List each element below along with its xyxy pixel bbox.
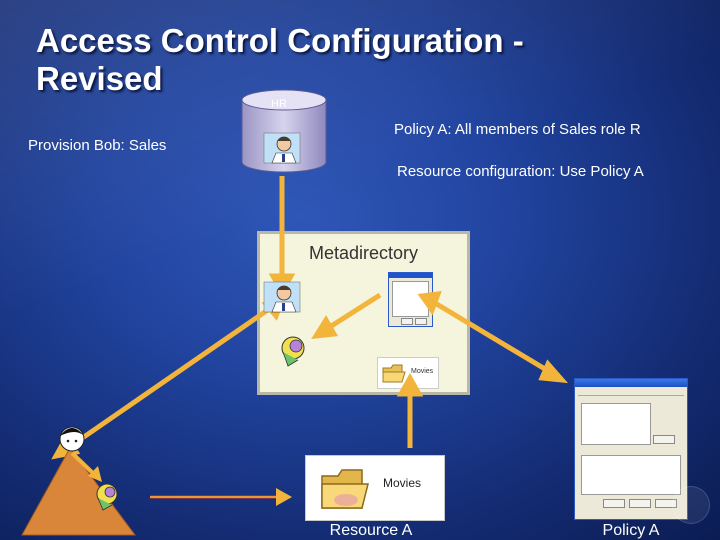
key-user-icon [282, 337, 304, 366]
person-head-icon [60, 427, 84, 451]
user-portrait-icon [264, 133, 300, 163]
hr-label: HR [271, 98, 287, 110]
resource-label: Resource A [330, 522, 413, 540]
user-portrait-icon-metadirectory [264, 282, 300, 312]
policy-label: Policy A [603, 522, 660, 540]
flow-arrows [56, 176, 562, 456]
